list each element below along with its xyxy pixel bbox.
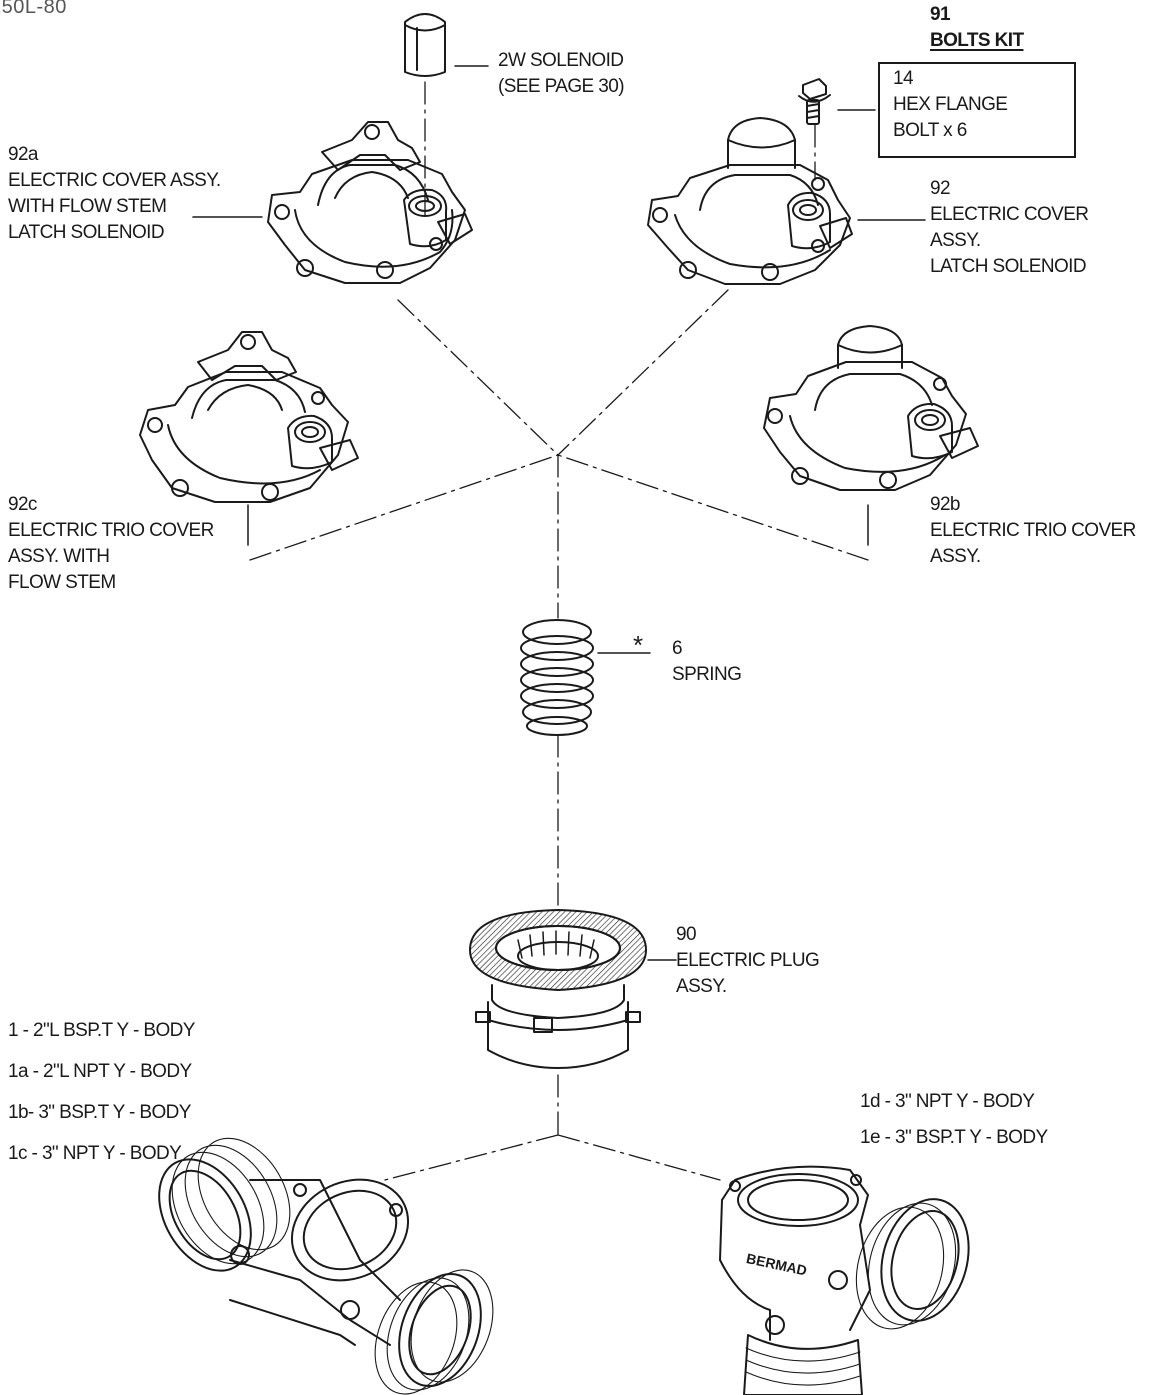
- cover-92c-part: [139, 331, 359, 503]
- spring-part: [520, 619, 594, 736]
- cover-92a-part: [267, 121, 473, 284]
- body-item: 1 - 2"L BSP.T Y - BODY: [8, 1020, 195, 1041]
- spring-asterisk: *: [633, 630, 644, 660]
- body-left-part: [158, 1137, 494, 1395]
- hex-flange-bolt-part: [798, 78, 831, 125]
- body-brand-text: BERMAD: [745, 1250, 808, 1278]
- label-2w-solenoid: 2W SOLENOID (SEE PAGE 30): [498, 50, 625, 97]
- label-electric-plug: 90 ELECTRIC PLUG ASSY.: [676, 924, 820, 997]
- leader-lines: [192, 65, 926, 961]
- label-bodies-left: 1 - 2"L BSP.T Y - BODY 1a - 2"L NPT Y - …: [8, 1010, 195, 1174]
- label-cover-92a: 92a ELECTRIC COVER ASSY. WITH FLOW STEM …: [8, 144, 221, 243]
- page-code: 150L-80: [0, 0, 67, 18]
- label-bolts-kit: 91 BOLTS KIT: [930, 4, 1024, 51]
- body-item: 1c - 3" NPT Y - BODY: [8, 1143, 182, 1164]
- cover-92-part: [647, 117, 853, 285]
- body-item: 1b- 3" BSP.T Y - BODY: [8, 1102, 191, 1123]
- cover-92b-part: [763, 325, 979, 491]
- body-right-part: BERMAD: [719, 1165, 970, 1395]
- label-cover-92c: 92c ELECTRIC TRIO COVER ASSY. WITH FLOW …: [8, 494, 214, 593]
- solenoid-2w-part: [404, 13, 446, 77]
- label-cover-92: 92 ELECTRIC COVER ASSY. LATCH SOLENOID: [930, 178, 1089, 277]
- label-bodies-right: 1d - 3" NPT Y - BODY 1e - 3" BSP.T Y - B…: [860, 1084, 1048, 1156]
- center-lines: [249, 81, 869, 1181]
- label-spring: 6 SPRING: [672, 638, 742, 685]
- body-item: 1d - 3" NPT Y - BODY: [860, 1091, 1035, 1112]
- body-item: 1a - 2"L NPT Y - BODY: [8, 1061, 192, 1082]
- label-cover-92b: 92b ELECTRIC TRIO COVER ASSY.: [930, 494, 1136, 567]
- hex-bolt-box: [878, 62, 1076, 158]
- plug-part: [469, 909, 647, 1069]
- body-item: 1e - 3" BSP.T Y - BODY: [860, 1127, 1048, 1148]
- label-hex-flange-bolt: 14 HEX FLANGE BOLT x 6: [893, 68, 1008, 141]
